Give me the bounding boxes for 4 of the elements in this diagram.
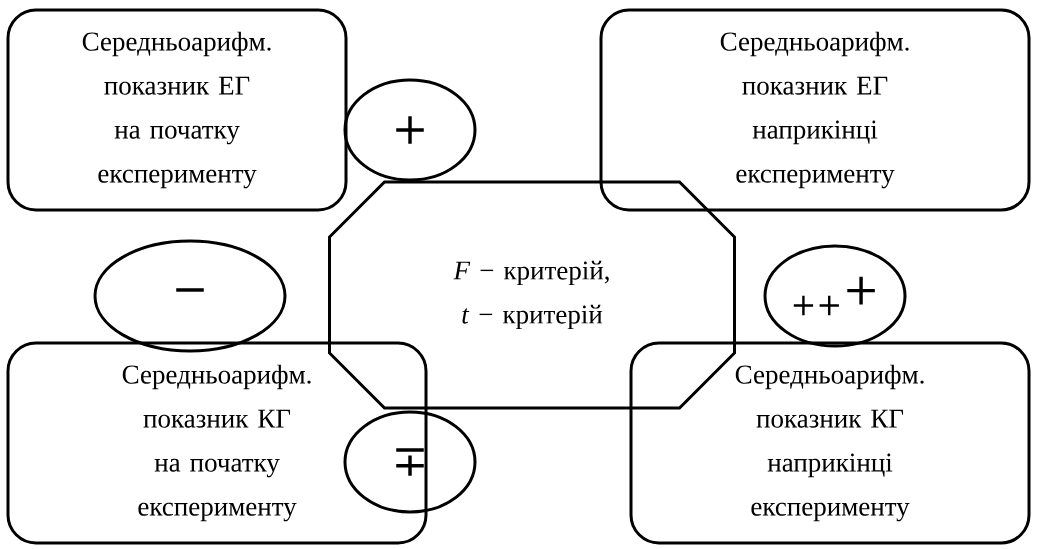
text-box: Середньоарифм. показник ЕГ наприкінці експерименту [599,8,1031,212]
text-box: Середньоарифм. показник ЕГ на початку експерименту [6,8,348,212]
criteria-octagon: F − критерій, t − критерій [328,180,736,410]
text-box: Середньоарифм. показник КГ наприкінці експерименту [629,341,1031,545]
